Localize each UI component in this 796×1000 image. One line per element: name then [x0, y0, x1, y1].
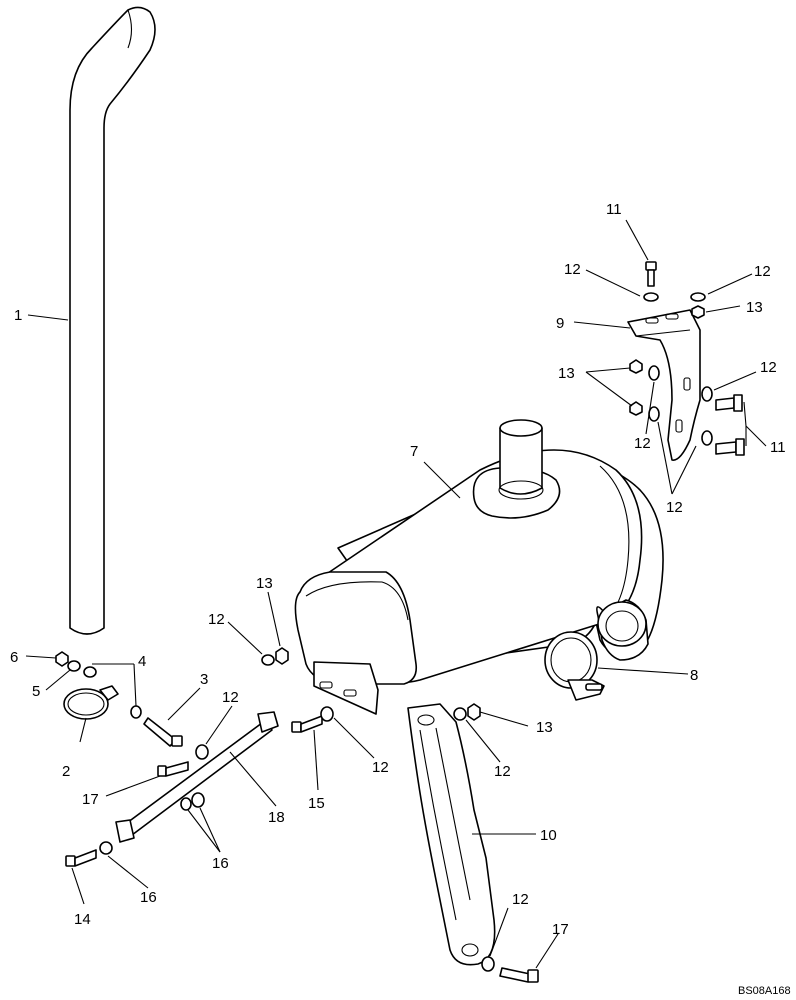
callout-7: 7 [410, 443, 418, 460]
callout-12-bottom: 12 [512, 891, 529, 908]
callout-11-right: 11 [770, 439, 786, 456]
callout-15: 15 [308, 795, 325, 812]
callout-13-support: 13 [536, 719, 553, 736]
callout-14: 14 [74, 911, 91, 928]
callout-10: 10 [540, 827, 557, 844]
callout-6: 6 [10, 649, 18, 666]
muffler-part [294, 419, 664, 715]
callout-8: 8 [690, 667, 698, 684]
upper-bracket-part [627, 309, 701, 461]
callout-17-bottom: 17 [552, 921, 569, 938]
callout-3: 3 [200, 671, 208, 688]
leader-lines [25, 219, 767, 969]
callout-13-muffler: 13 [256, 575, 273, 592]
callout-2: 2 [62, 763, 70, 780]
callout-12-bracket: 12 [634, 435, 651, 452]
callout-11-top: 11 [606, 201, 622, 218]
callout-18: 18 [268, 809, 285, 826]
drawing-reference: BS08A168 [738, 985, 791, 997]
callout-12-rod: 12 [222, 689, 239, 706]
callout-16-bolt: 16 [140, 889, 157, 906]
callout-13-bracket: 13 [558, 365, 575, 382]
hardware-parts [55, 261, 745, 983]
callout-12-muffler-nut: 12 [208, 611, 225, 628]
stack-clamp-part [63, 685, 119, 720]
callout-12-right: 12 [760, 359, 777, 376]
callout-12-top-right: 12 [754, 263, 771, 280]
support-rod-part [115, 711, 279, 843]
inlet-clamp-part [544, 631, 605, 701]
lower-bracket-part [407, 703, 496, 966]
callout-12-top-left: 12 [564, 261, 581, 278]
callout-5: 5 [32, 683, 40, 700]
callout-17-left: 17 [82, 791, 99, 808]
callout-1: 1 [14, 307, 22, 324]
callout-12-support: 12 [494, 763, 511, 780]
callout-13-top: 13 [746, 299, 763, 316]
callout-12-bracket-lower: 12 [666, 499, 683, 516]
callout-4: 4 [138, 653, 146, 670]
exhaust-stack-part [69, 6, 156, 635]
callout-9: 9 [556, 315, 564, 332]
callout-labels: 1 2 3 4 5 6 7 8 9 10 11 11 12 12 12 12 1… [10, 201, 786, 938]
callout-16-rod: 16 [212, 855, 229, 872]
callout-12-tab: 12 [372, 759, 389, 776]
